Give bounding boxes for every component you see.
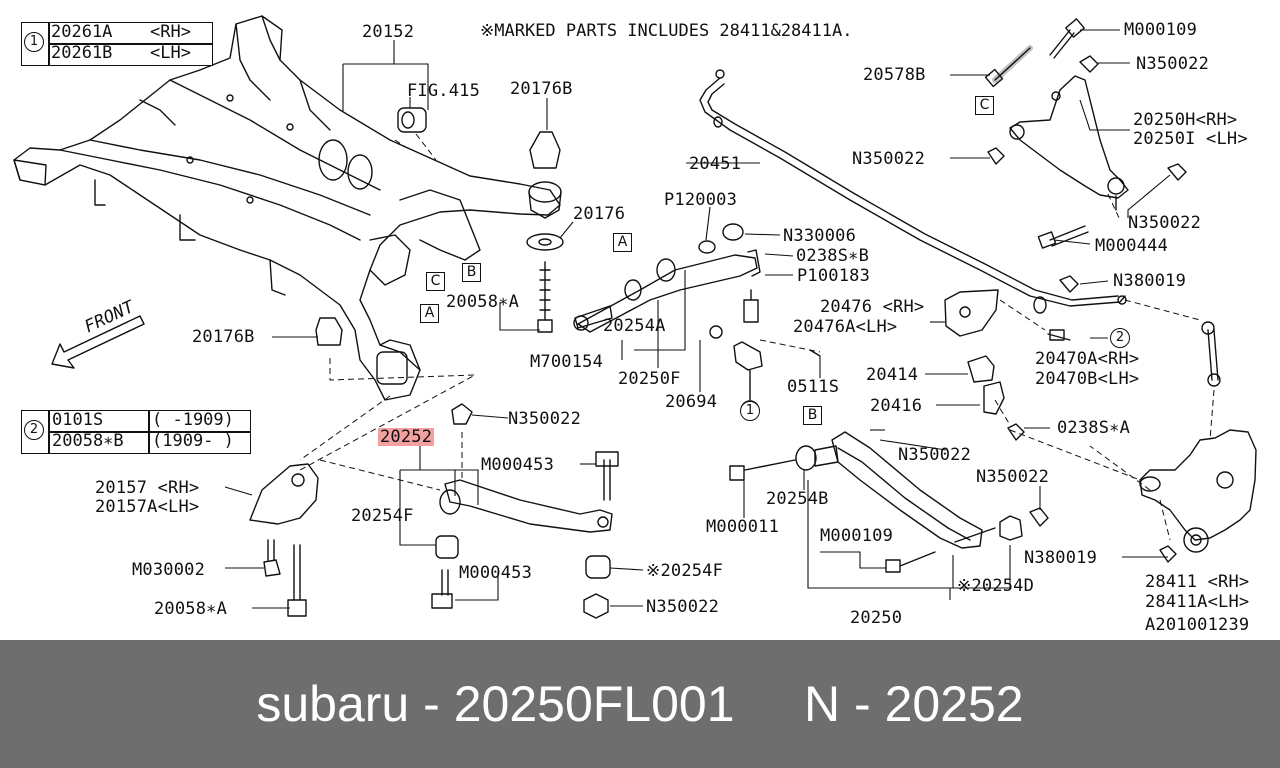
footer-n-value: 20252 <box>884 676 1024 732</box>
label-20451[interactable]: 20451 <box>689 154 742 174</box>
label-20476[interactable]: 20476 <RH> <box>820 297 925 317</box>
ref-circle-2: 2 <box>1110 328 1130 348</box>
label-20250i[interactable]: 20250I <LH> <box>1133 129 1248 149</box>
diagram-drawing <box>13 15 1257 619</box>
label-n380019-top[interactable]: N380019 <box>1113 271 1187 291</box>
label-20578b[interactable]: 20578B <box>863 65 926 85</box>
label-n350022-bottom[interactable]: N350022 <box>646 597 720 617</box>
footer-part-number: 20250FL001 <box>453 676 735 732</box>
label-m000453-b[interactable]: M000453 <box>459 563 533 583</box>
label-20157[interactable]: 20157 <RH> <box>95 478 200 498</box>
label-n350022-r[interactable]: N350022 <box>1128 213 1202 233</box>
label-20157a[interactable]: 20157A<LH> <box>95 497 200 517</box>
legend-2-number: 2 <box>24 420 44 440</box>
parts-diagram: 1 20261A <RH> 20261B <LH> 2 0101S ( -190… <box>13 15 1257 635</box>
ref-circle-1: 1 <box>740 401 760 421</box>
legend-2 <box>21 410 251 454</box>
label-28411a[interactable]: 28411A<LH> <box>1145 592 1250 612</box>
label-0511s[interactable]: 0511S <box>787 377 840 397</box>
label-28411[interactable]: 28411 <RH> <box>1145 572 1250 592</box>
legend-1-row-1-side: <RH> <box>150 22 191 42</box>
label-20254b[interactable]: 20254B <box>766 489 829 509</box>
label-20470b[interactable]: 20470B<LH> <box>1035 369 1140 389</box>
crossmember-sketch <box>13 15 561 401</box>
label-20176b-top[interactable]: 20176B <box>510 79 573 99</box>
label-20416[interactable]: 20416 <box>870 396 923 416</box>
label-20694[interactable]: 20694 <box>665 392 718 412</box>
label-n350022-b2[interactable]: N350022 <box>976 467 1050 487</box>
label-m000109-top[interactable]: M000109 <box>1124 20 1198 40</box>
label-20176[interactable]: 20176 <box>573 204 626 224</box>
marked-parts-note: ※MARKED PARTS INCLUDES 28411&28411A. <box>480 21 853 41</box>
label-20250h[interactable]: 20250H<RH> <box>1133 110 1238 130</box>
legend-1-number: 1 <box>24 32 44 52</box>
label-20176b[interactable]: 20176B <box>192 327 255 347</box>
label-n350022-tr[interactable]: N350022 <box>1136 54 1210 74</box>
label-m000444[interactable]: M000444 <box>1095 236 1169 256</box>
label-20254a[interactable]: 20254A <box>603 316 666 336</box>
ref-box-a-left: A <box>420 304 439 323</box>
footer-bar: subaru - 20250FL001 N - 20252 <box>0 640 1280 768</box>
legend-2-row-2-code: 20058∗B <box>52 431 124 451</box>
label-20414[interactable]: 20414 <box>866 365 919 385</box>
label-20058a-mid[interactable]: 20058∗A <box>446 292 520 312</box>
label-20254f-right[interactable]: ※20254F <box>646 561 724 581</box>
label-n350022-c[interactable]: N350022 <box>852 149 926 169</box>
label-20250f[interactable]: 20250F <box>618 369 681 389</box>
legend-1-row-2-side: <LH> <box>150 43 191 63</box>
label-m000011[interactable]: M000011 <box>706 517 780 537</box>
ref-box-c-right: C <box>975 96 994 115</box>
label-20058a-bottom[interactable]: 20058∗A <box>154 599 228 619</box>
footer-brand: subaru <box>256 676 410 732</box>
ref-box-b-left: B <box>462 263 481 282</box>
label-20476a[interactable]: 20476A<LH> <box>793 317 898 337</box>
label-fig415[interactable]: FIG.415 <box>407 81 481 101</box>
label-20254d[interactable]: ※20254D <box>957 576 1035 596</box>
label-p100183[interactable]: P100183 <box>797 266 871 286</box>
label-0238sa[interactable]: 0238S∗A <box>1057 418 1131 438</box>
label-20252-highlighted[interactable]: 20252 <box>378 427 435 447</box>
label-m030002[interactable]: M030002 <box>132 560 206 580</box>
footer-n-label: N <box>804 676 841 732</box>
legend-2-row-1-code: 0101S <box>52 410 104 430</box>
label-m000453-a[interactable]: M000453 <box>481 455 555 475</box>
legend-1-row-2-code: 20261B <box>51 43 113 63</box>
label-0238sb[interactable]: 0238S∗B <box>796 246 870 266</box>
footer-separator-2: - <box>854 676 871 732</box>
label-20254f-left[interactable]: 20254F <box>351 506 414 526</box>
label-20250[interactable]: 20250 <box>850 608 903 628</box>
label-n350022-b[interactable]: N350022 <box>898 445 972 465</box>
footer-text: subaru - 20250FL001 N - 20252 <box>0 640 1280 768</box>
ref-box-a-right: A <box>613 233 632 252</box>
legend-1 <box>21 22 213 66</box>
legend-1-row-1-code: 20261A <box>51 22 113 42</box>
ref-box-c-left: C <box>426 272 445 291</box>
label-n350022-mid[interactable]: N350022 <box>508 409 582 429</box>
footer-separator-1: - <box>423 676 440 732</box>
legend-2-row-1-range: ( -1909) <box>152 410 234 430</box>
label-m000109-b[interactable]: M000109 <box>820 526 894 546</box>
label-n330006[interactable]: N330006 <box>783 226 857 246</box>
label-m700154[interactable]: M700154 <box>530 352 604 372</box>
label-p120003[interactable]: P120003 <box>664 190 738 210</box>
label-n380019-b[interactable]: N380019 <box>1024 548 1098 568</box>
legend-2-row-2-range: (1909- ) <box>152 431 234 451</box>
label-20470a[interactable]: 20470A<RH> <box>1035 349 1140 369</box>
label-reference-code: A201001239 <box>1145 615 1250 635</box>
label-20152[interactable]: 20152 <box>362 22 415 42</box>
ref-box-b-right: B <box>803 406 822 425</box>
